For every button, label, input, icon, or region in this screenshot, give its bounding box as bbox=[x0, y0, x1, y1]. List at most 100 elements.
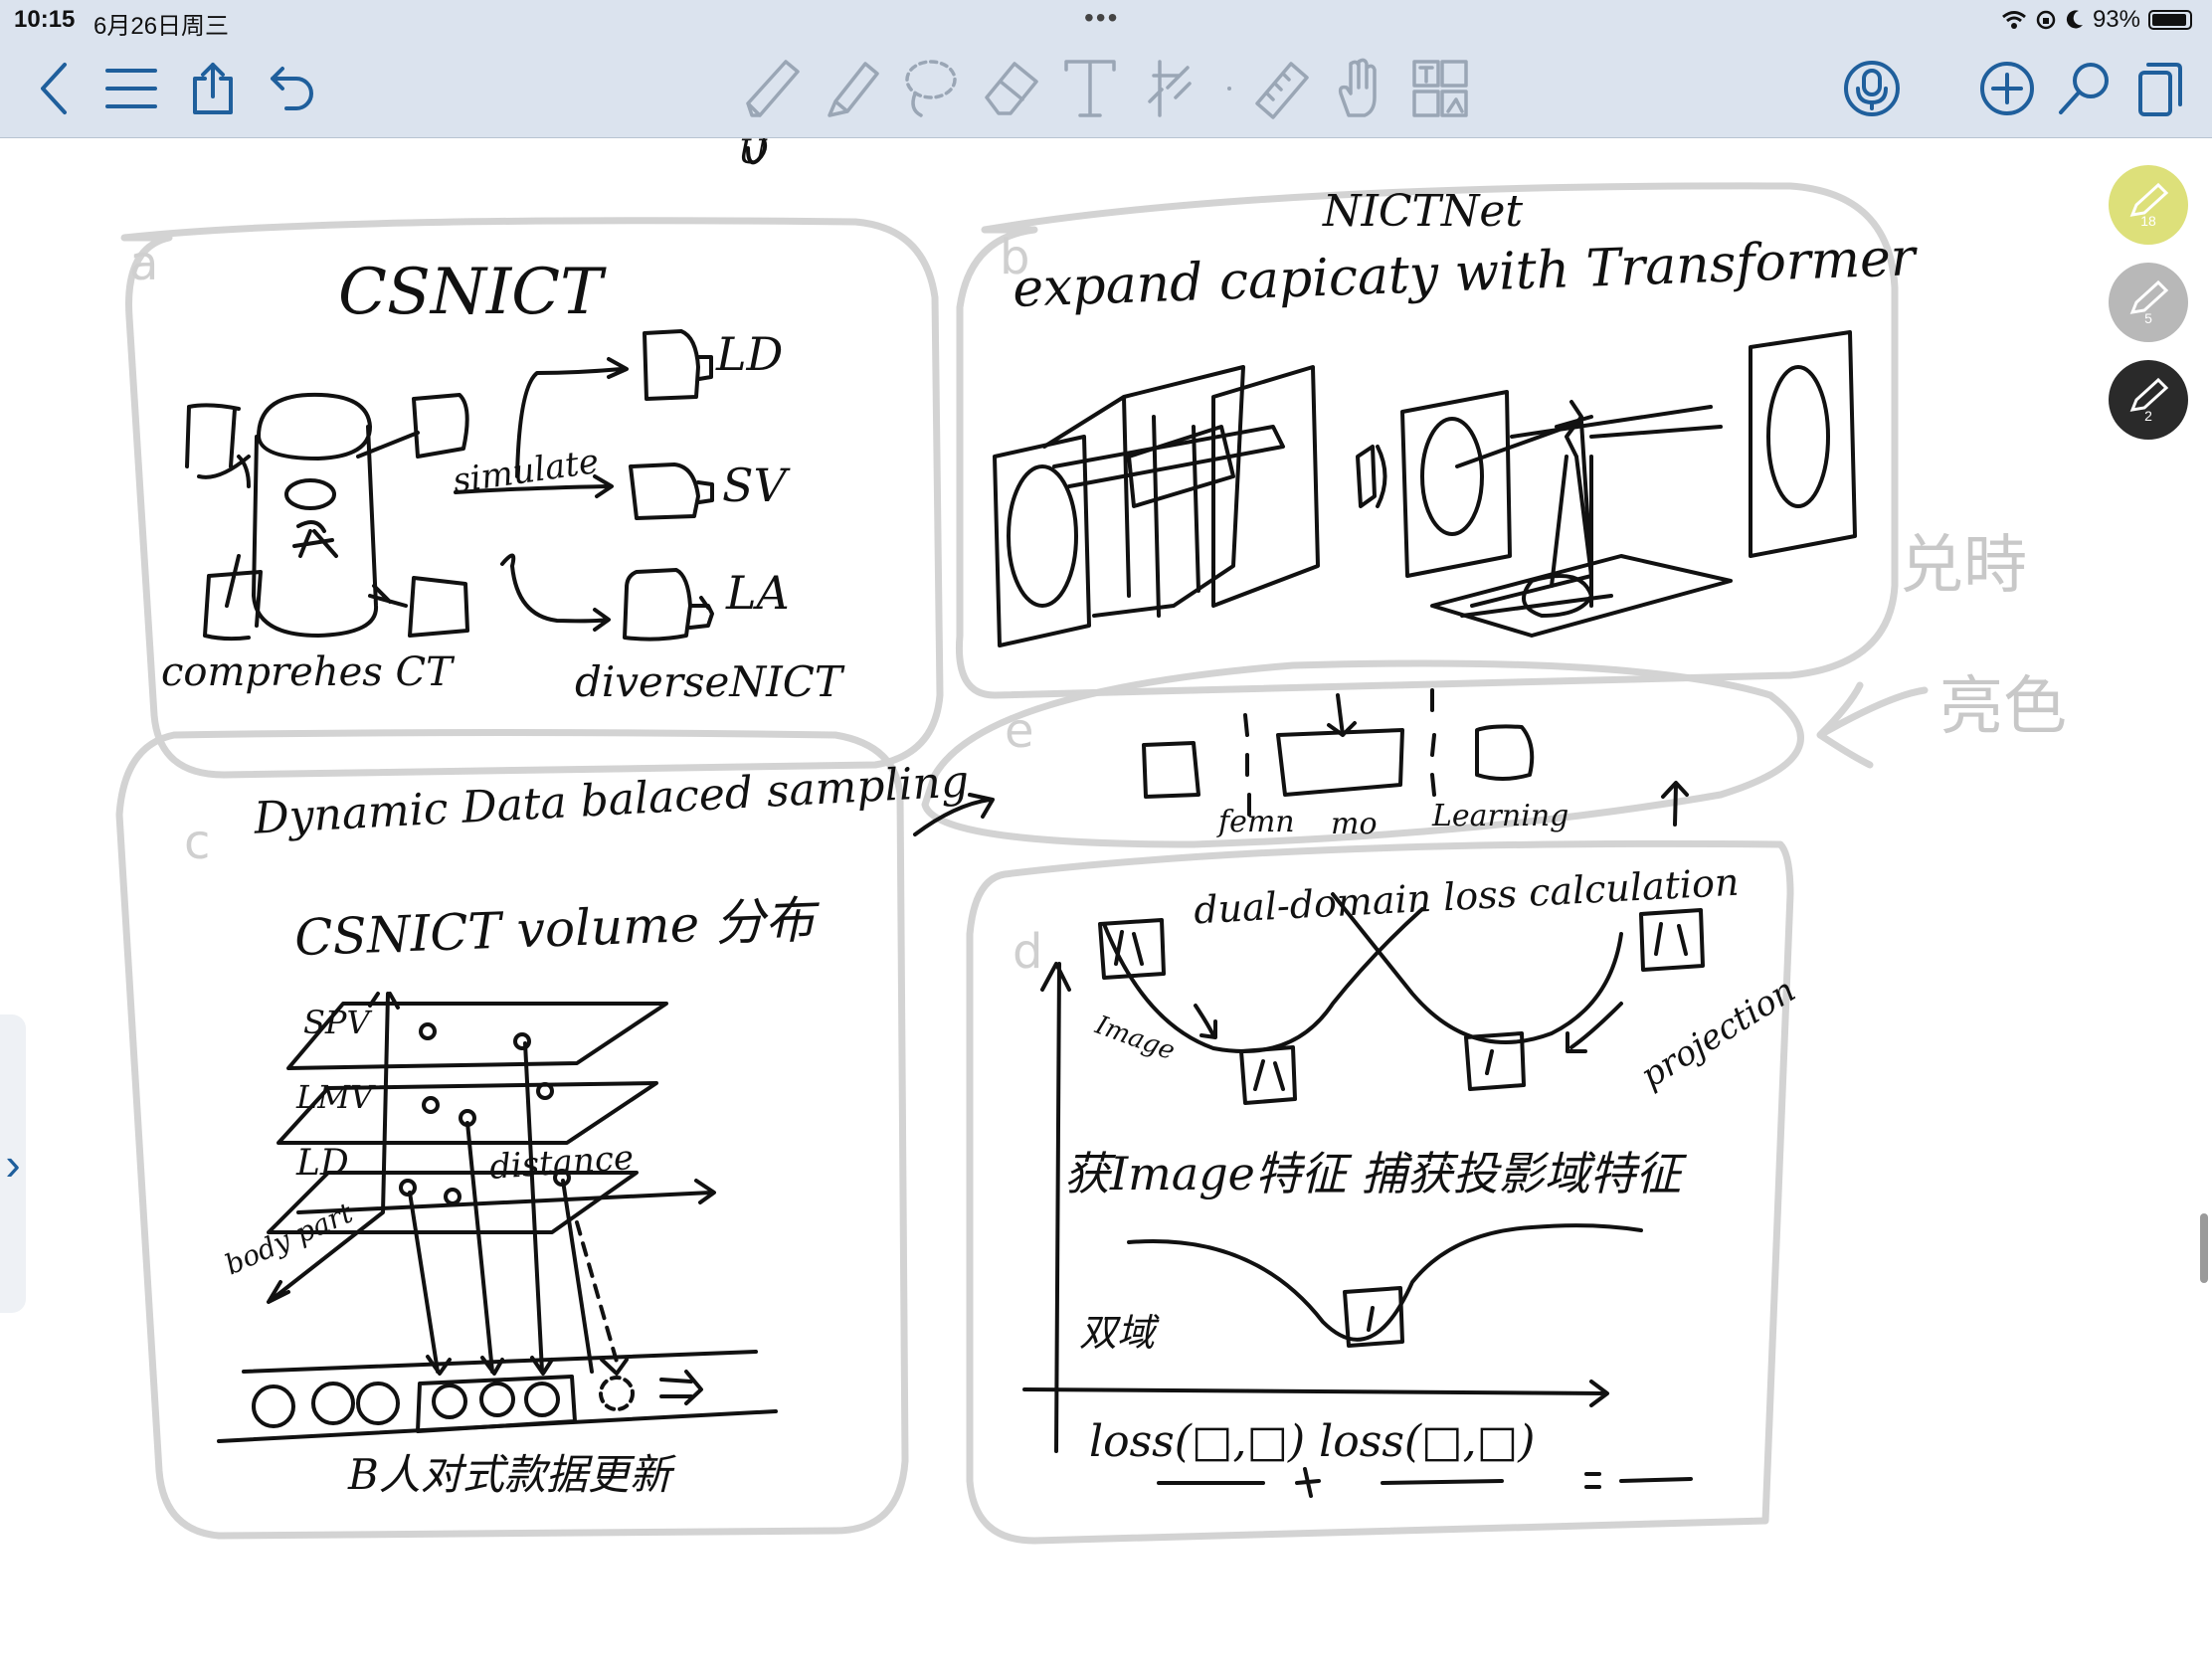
panel-d-frame bbox=[966, 839, 1794, 1545]
side-note-1: 兑時 bbox=[1900, 529, 2027, 603]
back-chevron-icon bbox=[41, 63, 67, 114]
top-fragment: U bbox=[738, 132, 767, 172]
highlighter-pen-icon bbox=[2129, 182, 2169, 217]
pen-highlighter[interactable]: 18 bbox=[2109, 165, 2188, 245]
search-button[interactable] bbox=[2053, 40, 2117, 137]
share-icon bbox=[193, 63, 233, 114]
panel-e-label-3: Learning bbox=[1432, 799, 1569, 833]
highlighter-icon bbox=[828, 62, 879, 117]
back-button[interactable] bbox=[30, 40, 80, 137]
pencil-pen-icon bbox=[2129, 279, 2169, 314]
pages-icon bbox=[2138, 63, 2182, 116]
microphone-button[interactable] bbox=[1840, 40, 1904, 137]
tool-separator bbox=[1217, 40, 1241, 137]
panel-e-label-1: femn bbox=[1218, 805, 1295, 839]
hand-icon bbox=[1338, 58, 1377, 117]
image-text-tool[interactable] bbox=[1408, 40, 1472, 137]
panel-c-bottom-label: B人对式款据更新 bbox=[348, 1450, 671, 1499]
panel-c-drawing bbox=[217, 793, 995, 1443]
panel-a-title: CSNICT bbox=[338, 256, 603, 329]
panel-a-sv: SV bbox=[722, 459, 787, 512]
status-bar: 10:15 6月26日周三 ••• 93% bbox=[0, 0, 2212, 40]
panel-d-drawing bbox=[1022, 892, 1705, 1498]
status-date: 6月26日周三 bbox=[93, 13, 230, 40]
microphone-icon bbox=[1844, 61, 1900, 116]
add-page-icon bbox=[1980, 62, 2034, 115]
panel-d-plus: + bbox=[1299, 1461, 1300, 1462]
add-page-button[interactable] bbox=[1975, 40, 2039, 137]
sidebar-handle[interactable]: › bbox=[0, 1014, 26, 1313]
wifi-icon bbox=[2002, 11, 2026, 29]
ruler-icon bbox=[1255, 62, 1309, 119]
pen-fountain-number: 2 bbox=[2144, 408, 2152, 424]
ruler-tool[interactable] bbox=[1249, 40, 1313, 137]
panel-e-drawing bbox=[1142, 688, 1689, 827]
panel-d-feature-line: 获Image特征 捕获投影域特征 bbox=[1064, 1147, 1682, 1200]
panel-c-axis-lmv: LMV bbox=[296, 1078, 374, 1116]
panel-e-label-2: mo bbox=[1331, 807, 1378, 841]
status-time: 10:15 bbox=[14, 6, 76, 33]
element-tool[interactable] bbox=[1138, 40, 1201, 137]
eraser-icon bbox=[985, 62, 1038, 115]
panel-a-letter: a bbox=[129, 236, 159, 291]
text-icon bbox=[1064, 60, 1116, 117]
side-note-2: 亮色 bbox=[1939, 670, 2067, 744]
lasso-icon bbox=[905, 60, 957, 117]
panel-c-axis-ld: LD bbox=[296, 1143, 349, 1184]
pen-highlighter-number: 18 bbox=[2140, 213, 2156, 229]
text-tool[interactable] bbox=[1058, 40, 1122, 137]
menu-icon bbox=[105, 69, 157, 108]
chevron-right-icon: › bbox=[5, 1138, 21, 1190]
share-button[interactable] bbox=[183, 40, 243, 137]
panel-c-frame bbox=[115, 729, 909, 1540]
note-canvas[interactable]: a b e c d CSNICT simulate LD SV LA compr… bbox=[0, 132, 2212, 1659]
scroll-indicator[interactable] bbox=[2200, 1213, 2208, 1283]
pen-pencil-number: 5 bbox=[2144, 310, 2152, 326]
pencil-tool[interactable] bbox=[740, 40, 804, 137]
panel-b-drawing bbox=[993, 330, 1857, 647]
undo-button[interactable] bbox=[263, 40, 322, 137]
top-fragment-stroke bbox=[746, 138, 768, 165]
menu-button[interactable] bbox=[99, 40, 163, 137]
panel-d-loss-formula: loss(□,□) loss(□,□) bbox=[1089, 1416, 1536, 1467]
hand-tool[interactable] bbox=[1329, 40, 1392, 137]
multitasking-dots[interactable]: ••• bbox=[1084, 2, 1120, 33]
panel-d-letter: d bbox=[1013, 924, 1043, 980]
pencil-icon bbox=[746, 60, 800, 117]
panel-a-ld: LD bbox=[716, 327, 784, 381]
panel-e-arrow bbox=[1816, 681, 1929, 769]
orientation-lock-icon bbox=[2036, 10, 2056, 30]
element-icon bbox=[1148, 60, 1192, 117]
pen-fountain[interactable]: 2 bbox=[2109, 360, 2188, 440]
panel-a-drawing bbox=[185, 329, 714, 642]
panel-b-letter: b bbox=[1000, 230, 1030, 285]
panel-b-frame bbox=[955, 182, 1899, 699]
image-text-icon bbox=[1412, 60, 1468, 117]
undo-icon bbox=[271, 67, 313, 110]
panel-a-frame bbox=[120, 217, 944, 779]
status-right-group: 93% bbox=[2001, 6, 2192, 34]
panel-c-axis-spv: SPV bbox=[303, 1004, 370, 1041]
highlighter-tool[interactable] bbox=[820, 40, 883, 137]
eraser-tool[interactable] bbox=[979, 40, 1042, 137]
battery-icon bbox=[2148, 10, 2192, 30]
panel-a-comprehensive: comprehes CT bbox=[161, 649, 453, 695]
pages-button[interactable] bbox=[2128, 40, 2192, 137]
moon-icon bbox=[2066, 10, 2083, 29]
pen-pencil[interactable]: 5 bbox=[2109, 263, 2188, 342]
panel-b-title-top: NICTNet bbox=[1323, 186, 1524, 237]
panel-e-frame bbox=[921, 659, 1804, 848]
panel-d-equals: = bbox=[1587, 1461, 1588, 1462]
separator-dot-icon bbox=[1227, 87, 1231, 91]
ink-drawing bbox=[115, 138, 1929, 1545]
battery-percent: 93% bbox=[2092, 6, 2140, 33]
panel-a-diverse: diverseNICT bbox=[575, 657, 842, 706]
panel-a-la: LA bbox=[726, 566, 790, 620]
lasso-tool[interactable] bbox=[899, 40, 963, 137]
search-icon bbox=[2059, 63, 2109, 114]
fountain-pen-icon bbox=[2129, 377, 2169, 412]
panel-e-letter: e bbox=[1005, 703, 1034, 759]
panel-c-letter: c bbox=[184, 815, 211, 870]
panel-d-label-dual: 双域 bbox=[1079, 1311, 1156, 1355]
toolbar bbox=[0, 40, 2212, 138]
